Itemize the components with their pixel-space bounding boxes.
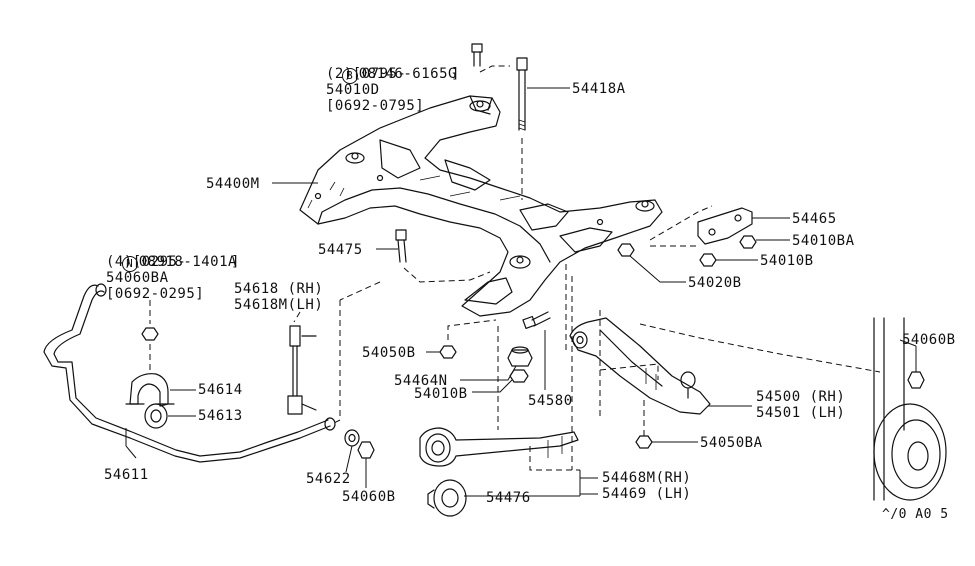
nut-54010B (509, 369, 529, 383)
label-54613: 54613 (198, 408, 243, 424)
b-circle-icon: B (341, 68, 358, 84)
stabilizer-link-54618 (287, 325, 317, 415)
nut-54020B (617, 243, 635, 257)
bushing-54464N (507, 346, 533, 367)
bolt-54580 (522, 311, 551, 330)
n-circle-icon: N (121, 256, 138, 272)
label-54060B-bottom: 54060B (342, 489, 396, 505)
label-54580: 54580 (528, 393, 573, 409)
label-54618M: 54618M(LH) (234, 297, 324, 313)
bolt-spec-2-part: 54060BA (106, 270, 169, 286)
transverse-link-54500 (569, 317, 711, 415)
label-54500: 54500 (RH) (756, 389, 846, 405)
bolt-spec-1-date: [0692-0795] (326, 98, 425, 114)
label-54622: 54622 (306, 471, 351, 487)
bushing-54613 (144, 403, 168, 429)
label-54050BA: 54050BA (700, 435, 763, 451)
bolt-54475 (395, 229, 407, 263)
bracket-54465 (697, 207, 757, 267)
wheel-hub-assembly (873, 317, 947, 501)
tension-rod-54468M (419, 427, 579, 467)
label-54050B: 54050B (362, 345, 416, 361)
label-54476: 54476 (486, 490, 531, 506)
bolt-spec-2-code: 08918-1401A (138, 254, 237, 270)
bolt-spec-2-date: [0692-0295] (106, 286, 205, 302)
label-54468M: 54468M(RH) (602, 470, 692, 486)
label-54618: 54618 (RH) (234, 281, 324, 297)
label-54464N: 54464N (394, 373, 448, 389)
washer-54622 (344, 429, 360, 447)
bolt-spec-1-qty: (2)[0795- ] (326, 66, 460, 82)
label-54475: 54475 (318, 242, 363, 258)
label-54614: 54614 (198, 382, 243, 398)
label-54010B-center: 54010B (414, 386, 468, 402)
bolt-spec-1-part: 54010D (326, 82, 380, 98)
label-54611: 54611 (104, 467, 149, 483)
label-54010BA: 54010BA (792, 233, 855, 249)
label-54465: 54465 (792, 211, 837, 227)
crossmember-54400M (299, 95, 663, 317)
bolt-spec-2-qty: (4)[0295- ] (106, 254, 240, 270)
diagram-code: ^/0 A0 5 (882, 507, 949, 522)
label-54400M: 54400M (206, 176, 260, 192)
label-54469: 54469 (LH) (602, 486, 692, 502)
nut-54060B (357, 441, 375, 459)
bracket-54614 (125, 373, 175, 407)
label-54418A: 54418A (572, 81, 626, 97)
nut-54050B (439, 345, 457, 359)
bolt-08146-6165G (471, 43, 483, 67)
label-54060B-right: 54060B (902, 332, 956, 348)
bushing-54476 (427, 479, 467, 517)
label-54501: 54501 (LH) (756, 405, 846, 421)
nut-54060B-right (907, 371, 925, 389)
nut-54050BA (635, 435, 653, 449)
bolt-54418A (516, 57, 528, 131)
nut-54060BA (141, 327, 159, 341)
label-54020B: 54020B (688, 275, 742, 291)
stabilizer-bar-54611 (43, 283, 336, 463)
bolt-spec-1-code: 08146-6165G (358, 66, 457, 82)
label-54010B-right: 54010B (760, 253, 814, 269)
